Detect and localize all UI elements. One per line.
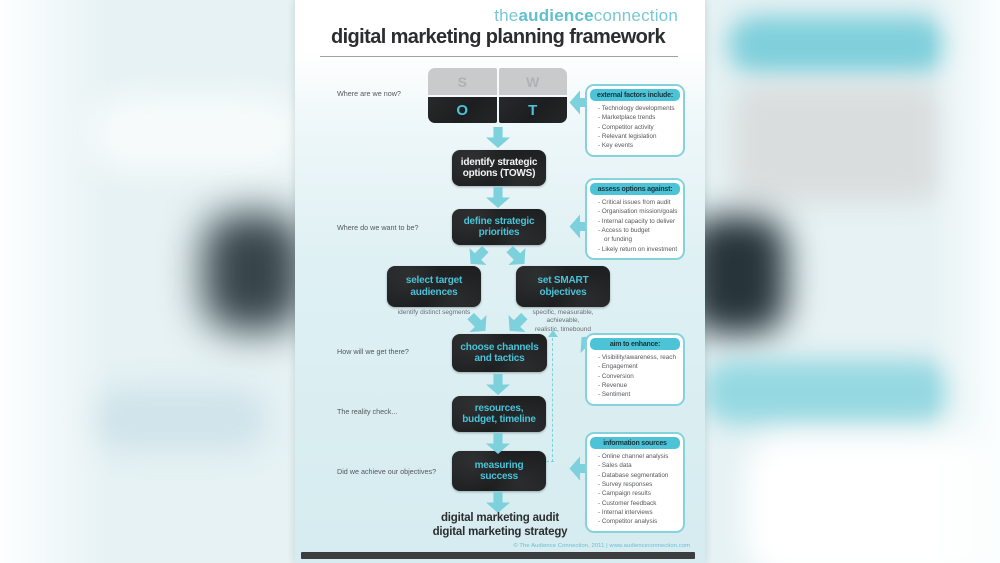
logo-audience: audience (518, 6, 594, 25)
list-item: Revenue (598, 381, 678, 390)
question-where-now: Where are we now? (337, 89, 401, 98)
list-item: Customer feedback (598, 499, 678, 508)
list-item: Engagement (598, 362, 678, 371)
info-box-list: Technology developmentsMarketplace trend… (590, 101, 680, 151)
list-item: Internal capacity to deliver (598, 217, 678, 226)
swot-opportunities-cell: O (428, 97, 497, 123)
background-right-fade (930, 0, 1000, 563)
outcome-statement: digital marketing audit digital marketin… (355, 512, 645, 539)
arrow-measuring-to-outcome (486, 492, 510, 513)
brand-logo: theaudienceconnection (494, 6, 678, 26)
list-item: Organisation mission/goals (598, 207, 678, 216)
arrow-choose-to-resources (486, 374, 510, 395)
background-blur-blob (88, 92, 303, 174)
background-blur-blob (745, 436, 1000, 563)
background-blur-blob (728, 16, 946, 74)
list-item: Database segmentation (598, 471, 678, 480)
list-item: Sentiment (598, 390, 678, 399)
info-box-external-factors: external factors include: Technology dev… (585, 84, 685, 157)
list-item: Critical issues from audit (598, 198, 678, 207)
arrow-swot-to-identify (486, 127, 510, 148)
question-reality-check: The reality check... (337, 407, 398, 416)
flow-box-define-priorities: define strategic priorities (452, 209, 546, 245)
list-item: Competitor activity (598, 123, 678, 132)
title-divider (320, 56, 678, 57)
swot-threats-cell: T (498, 97, 567, 123)
swot-strengths-cell: S (428, 68, 497, 95)
list-item: Marketplace trends (598, 113, 678, 122)
list-item: Likely return on investment (598, 245, 678, 254)
list-item: Conversion (598, 372, 678, 381)
dashed-feedback-line-horizontal (546, 461, 554, 462)
list-item: Visibility/awareness, reach (598, 353, 678, 362)
info-box-list: Visibility/awareness, reachEngagementCon… (590, 350, 680, 400)
list-item: Technology developments (598, 104, 678, 113)
arrow-identify-to-define (486, 187, 510, 208)
background-blur-blob (92, 388, 267, 450)
background-left-fade (0, 0, 110, 563)
flow-box-select-audiences: select target audiences (387, 266, 481, 307)
question-achieve-objectives: Did we achieve our objectives? (337, 467, 437, 476)
background-blur-blob (733, 84, 941, 202)
caption-smart-definition: specific, measurable, achievable, realis… (532, 309, 594, 333)
swot-matrix: S W O T (428, 68, 567, 123)
list-item: Relevant legislation (598, 132, 678, 141)
info-box-assess-options: assess options against: Critical issues … (585, 178, 685, 260)
info-box-information-sources: information sources Online channel analy… (585, 432, 685, 533)
info-box-header: information sources (590, 437, 680, 449)
background-blur-blob (203, 213, 303, 331)
list-item: Sales data (598, 461, 678, 470)
list-item: Internal interviews (598, 508, 678, 517)
dashed-feedback-line-vertical (552, 338, 553, 462)
flow-box-smart-objectives: set SMART objectives (516, 266, 610, 307)
list-item: Key events (598, 141, 678, 150)
dashed-feedback-arrowhead (548, 330, 558, 337)
list-item: Campaign results (598, 489, 678, 498)
info-box-header: external factors include: (590, 89, 680, 101)
question-how-get-there: How will we get there? (337, 347, 409, 356)
list-item: Online channel analysis (598, 452, 678, 461)
poster-panel: theaudienceconnection digital marketing … (295, 0, 705, 563)
outcome-line-strategy: digital marketing strategy (432, 525, 568, 538)
info-box-aim-to-enhance: aim to enhance: Visibility/awareness, re… (585, 333, 685, 406)
caption-distinct-segments: identify distinct segments (397, 309, 471, 316)
outcome-line-audit: digital marketing audit (440, 512, 560, 524)
flow-box-measuring-success: measuring success (452, 451, 546, 491)
swot-weaknesses-cell: W (498, 68, 567, 95)
info-box-list: Critical issues from auditOrganisation m… (590, 195, 680, 254)
page-title: digital marketing planning framework (330, 26, 666, 48)
info-box-header: aim to enhance: (590, 338, 680, 350)
list-item: Survey responses (598, 480, 678, 489)
logo-connection: connection (593, 6, 678, 25)
background-blur-blob (703, 360, 951, 424)
question-where-to-be: Where do we want to be? (337, 223, 419, 232)
flow-box-identify-options: identify strategic options (TOWS) (452, 150, 546, 186)
list-item: Competitor analysis (598, 517, 678, 526)
info-box-header: assess options against: (590, 183, 680, 195)
info-box-list: Online channel analysisSales dataDatabas… (590, 449, 680, 527)
flow-box-choose-channels: choose channels and tactics (452, 334, 547, 372)
logo-the: the (494, 6, 519, 25)
list-item: Access to budget or funding (598, 226, 678, 245)
poster-bottom-strip (301, 552, 695, 559)
flow-box-resources-budget: resources, budget, timeline (452, 396, 546, 432)
copyright-footer: © The Audience Connection, 2011 | www.au… (513, 543, 690, 549)
